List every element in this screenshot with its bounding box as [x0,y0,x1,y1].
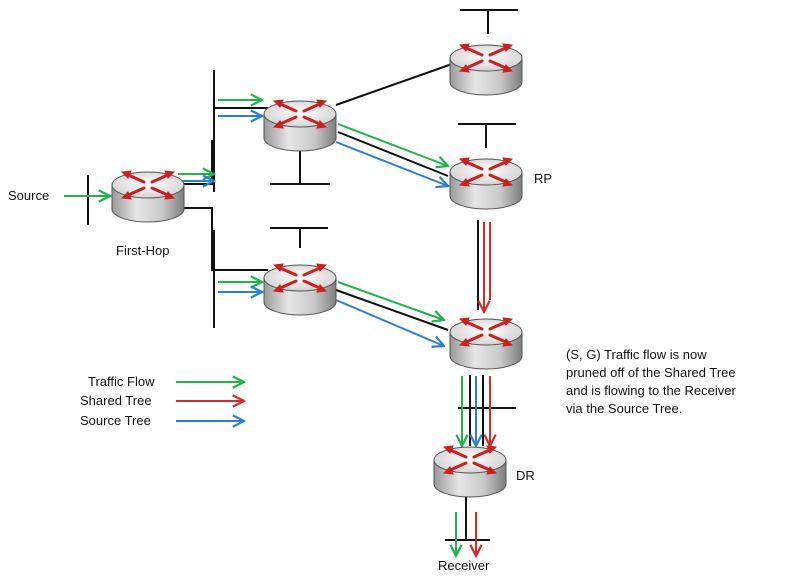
router-icon [448,156,524,211]
legend-shared-tree-label: Shared Tree [80,393,152,408]
router-icon [262,98,338,153]
router-icon [432,444,508,499]
note-line: (S, G) Traffic flow is now [566,347,707,362]
first-hop-label: First-Hop [116,243,170,258]
receiver-label: Receiver [438,558,490,573]
router-icon [110,169,186,224]
router-icon [448,42,524,97]
explanation-note: (S, G) Traffic flow is now pruned off of… [566,346,781,418]
note-line: pruned off of the Shared Tree [566,365,736,380]
router-icon [262,262,338,317]
rp-label: RP [534,171,553,186]
legend-traffic-flow-label: Traffic Flow [88,374,155,389]
router-icon [448,316,524,371]
source-label: Source [8,188,50,203]
note-line: via the Source Tree. [566,401,683,416]
dr-label: DR [516,468,535,483]
legend-source-tree-label: Source Tree [80,413,151,428]
network-links [87,9,518,541]
note-line: and is flowing to the Receiver [566,383,736,398]
flow-arrows [64,100,490,556]
